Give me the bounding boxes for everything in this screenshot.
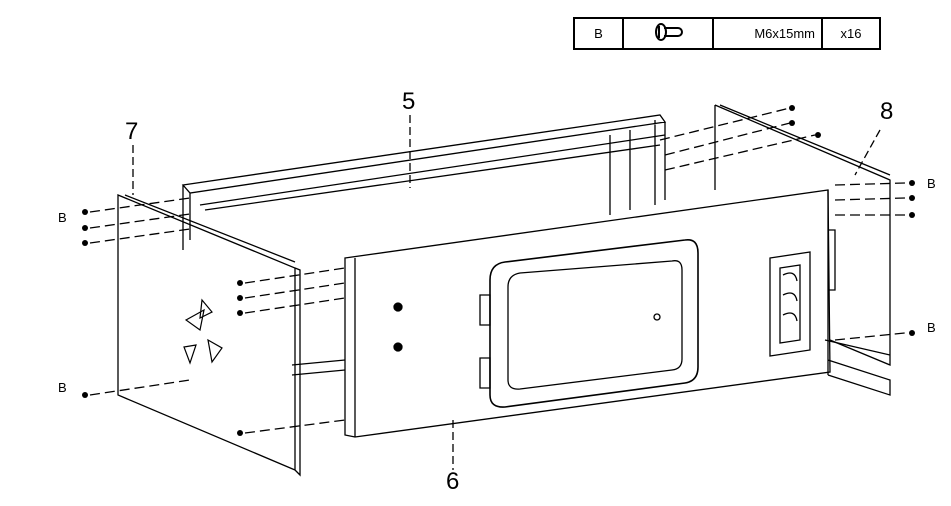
screw-code: B xyxy=(573,17,624,50)
screw-label: B xyxy=(58,210,67,225)
callout-6: 6 xyxy=(446,468,460,495)
screw-icon xyxy=(622,17,714,50)
rear-frame-5 xyxy=(181,114,667,376)
right-panel-8 xyxy=(714,104,891,396)
screw-icons xyxy=(82,105,915,436)
left-panel-7 xyxy=(117,194,301,477)
screw-label: B xyxy=(927,176,936,191)
callout-5: 5 xyxy=(402,88,416,115)
screw-label: B xyxy=(927,320,936,335)
front-panel-6 xyxy=(344,189,831,438)
screw-label: B xyxy=(58,380,67,395)
callout-7: 7 xyxy=(125,118,139,145)
callout-8: 8 xyxy=(880,98,894,125)
screw-qty: x16 xyxy=(821,17,881,50)
parts-table: B M6x15mm x16 xyxy=(573,17,881,50)
screws-and-guides xyxy=(89,107,906,470)
screw-size: M6x15mm xyxy=(712,17,823,50)
